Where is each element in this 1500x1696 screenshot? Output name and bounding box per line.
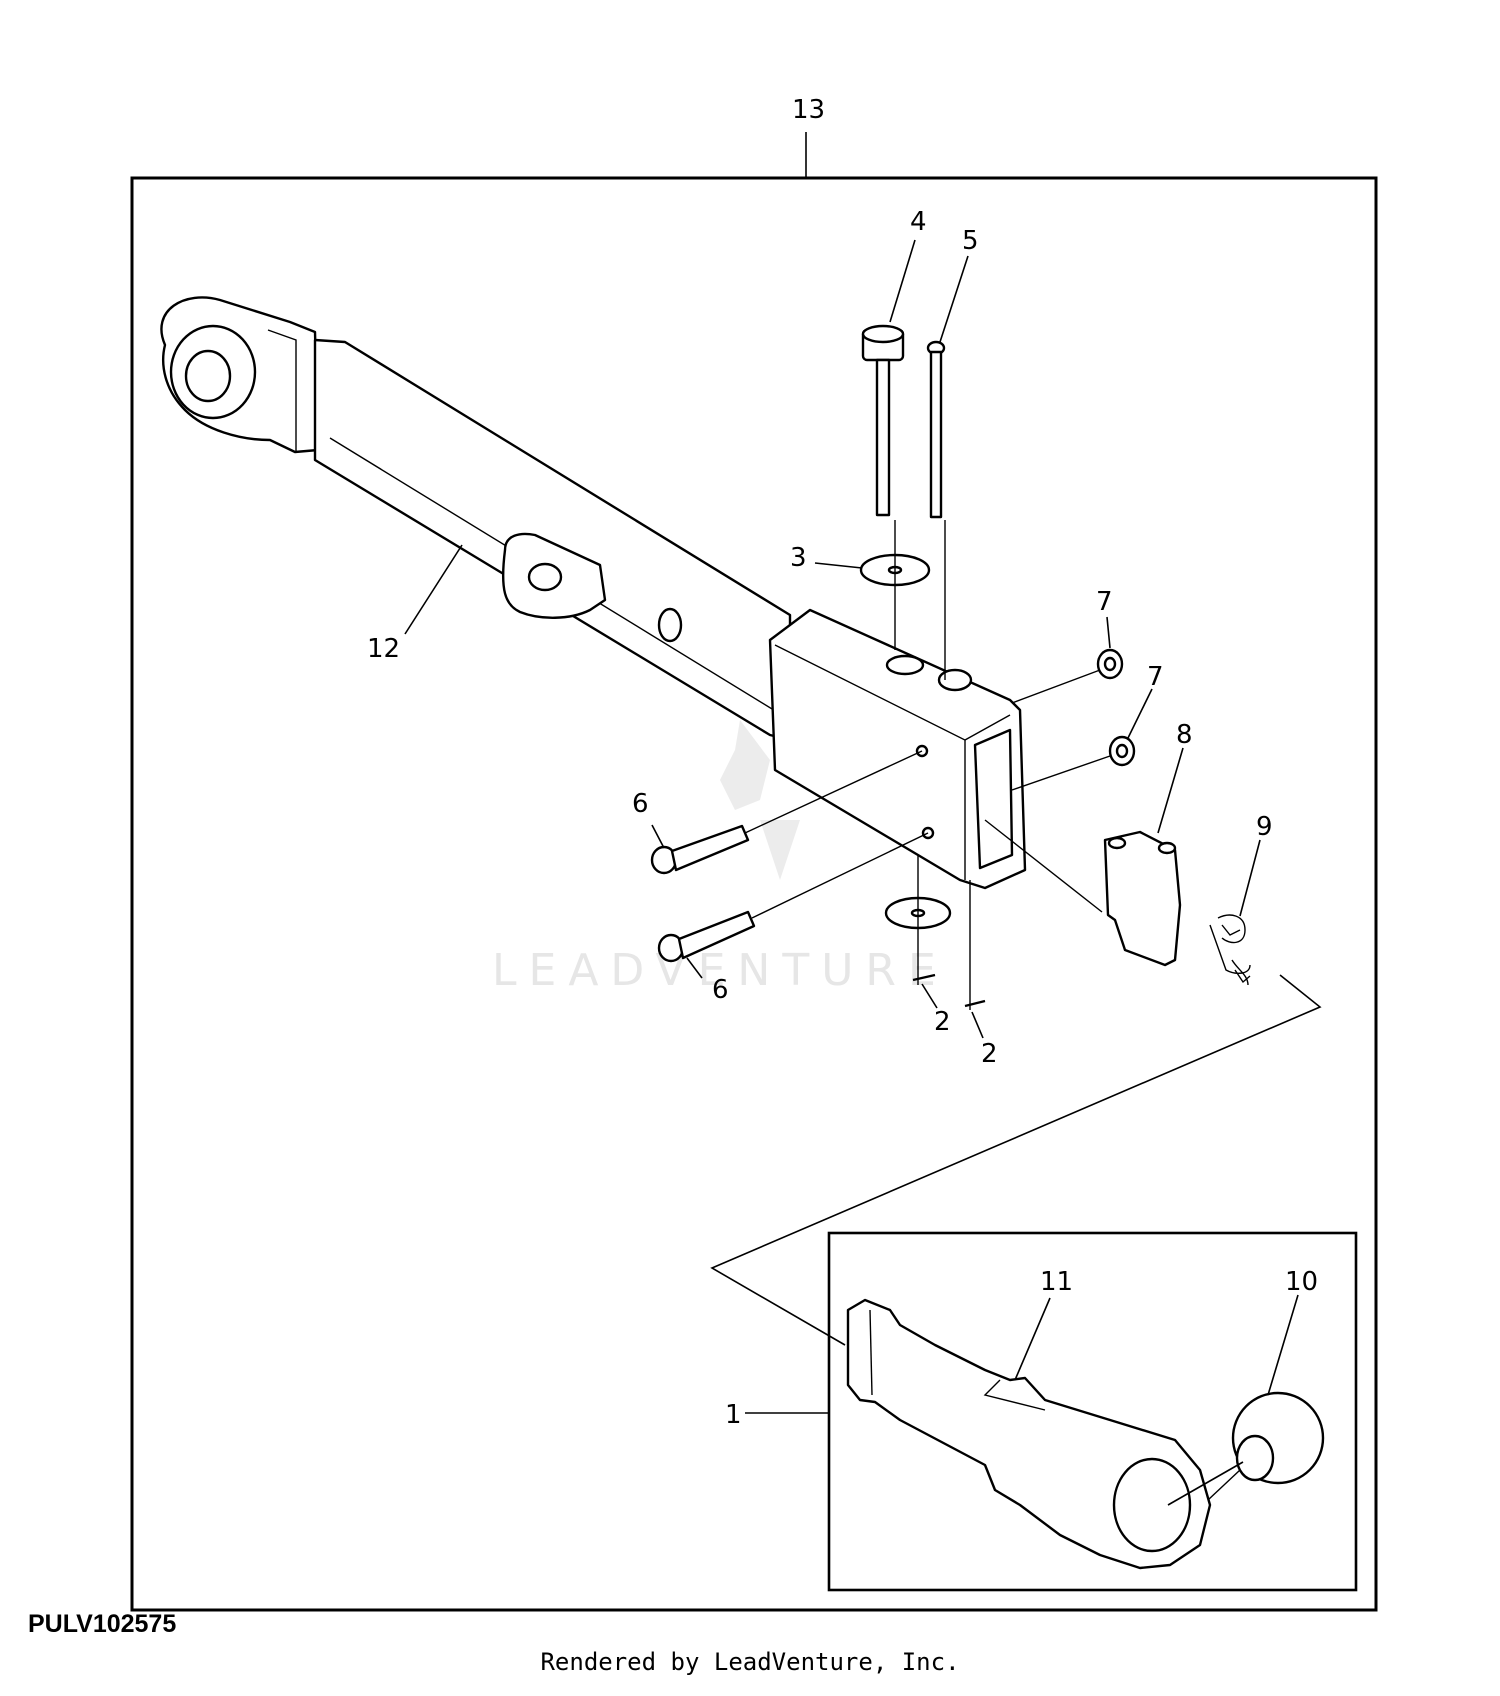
callout-7-lower: 7 xyxy=(1147,662,1164,692)
callout-6-upper: 6 xyxy=(632,789,649,819)
callout-7-upper: 7 xyxy=(1096,587,1113,617)
pin xyxy=(926,340,946,519)
detail-inset-frame xyxy=(827,1231,1358,1592)
callout-1: 1 xyxy=(725,1400,742,1430)
latch xyxy=(1103,830,1182,967)
callout-2-right: 2 xyxy=(981,1039,998,1069)
lower-link-arm xyxy=(160,296,1027,890)
socket-head-bolt xyxy=(861,324,905,517)
callout-3: 3 xyxy=(790,543,807,573)
lock-nut-lower xyxy=(1108,735,1136,767)
callout-6-lower: 6 xyxy=(712,975,729,1005)
cotter-pin-left xyxy=(912,973,936,982)
cotter-pin-right xyxy=(964,999,986,1008)
callout-12: 12 xyxy=(367,634,400,664)
hex-bolt-lower xyxy=(657,910,756,963)
ball-detail xyxy=(1231,1391,1325,1485)
callout-2-left: 2 xyxy=(934,1007,951,1037)
watermark-text: LEADVENTURE xyxy=(492,945,948,996)
callout-11: 11 xyxy=(1040,1267,1073,1297)
footer-credit: Rendered by LeadVenture, Inc. xyxy=(540,1648,960,1676)
lock-nut-upper xyxy=(1096,648,1124,680)
lift-arm-detail xyxy=(846,1298,1212,1570)
figure-id: PULV102575 xyxy=(28,1610,177,1638)
callout-9: 9 xyxy=(1256,812,1273,842)
hex-bolt-upper xyxy=(650,824,750,875)
callout-13: 13 xyxy=(792,95,825,125)
callout-10: 10 xyxy=(1285,1267,1318,1297)
callout-4: 4 xyxy=(910,207,927,237)
callout-8: 8 xyxy=(1176,720,1193,750)
callout-5: 5 xyxy=(962,226,979,256)
assembly-frame xyxy=(130,176,1378,1612)
watermark: LEADVENTURE xyxy=(492,720,948,996)
torsion-spring xyxy=(1209,914,1251,986)
